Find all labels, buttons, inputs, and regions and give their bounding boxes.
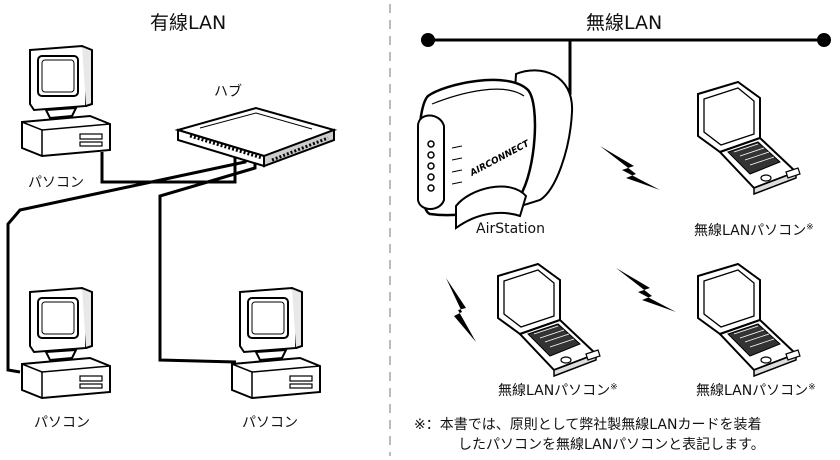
airstation-label: AirStation bbox=[476, 221, 545, 237]
pc-label: パソコン bbox=[242, 415, 298, 431]
wireless-pc-label: 無線LANパソコン※ bbox=[498, 380, 618, 400]
asterisk-mark: ※ bbox=[610, 382, 618, 393]
airstation-icon: AIRCONNECT bbox=[417, 69, 574, 230]
desktop-pc-icon bbox=[231, 287, 321, 399]
wireless-pc-label-text: 無線LANパソコン bbox=[498, 383, 611, 399]
laptop-icon bbox=[497, 263, 601, 377]
wireless-pc-label-text: 無線LANパソコン bbox=[694, 223, 807, 239]
pc-label: パソコン bbox=[34, 415, 90, 431]
wireless-signal-icon bbox=[600, 146, 660, 190]
laptop-icon bbox=[697, 263, 801, 377]
wired-lan-title: 有線LAN bbox=[150, 12, 227, 34]
hub-label: ハブ bbox=[214, 84, 242, 100]
asterisk-mark: ※ bbox=[808, 382, 816, 393]
hub-icon bbox=[174, 106, 338, 168]
desktop-pc-icon bbox=[21, 287, 111, 399]
asterisk-mark: ※ bbox=[806, 222, 814, 233]
wireless-pc-label-text: 無線LANパソコン bbox=[696, 383, 809, 399]
wireless-lan-title: 無線LAN bbox=[586, 12, 663, 34]
wireless-signal-icon bbox=[616, 268, 676, 312]
wireless-pc-label: 無線LANパソコン※ bbox=[696, 380, 816, 400]
pc-label: パソコン bbox=[28, 175, 84, 191]
desktop-pc-icon bbox=[21, 45, 111, 157]
wireless-signal-icon bbox=[446, 278, 476, 342]
footnote-line-1: ※：本書では、原則として弊社製無線LANカードを装着 bbox=[414, 417, 762, 433]
wireless-pc-label: 無線LANパソコン※ bbox=[694, 220, 814, 240]
laptop-icon bbox=[697, 81, 801, 195]
footnote-line-2: したパソコンを無線LANパソコンと表記します。 bbox=[458, 437, 765, 453]
